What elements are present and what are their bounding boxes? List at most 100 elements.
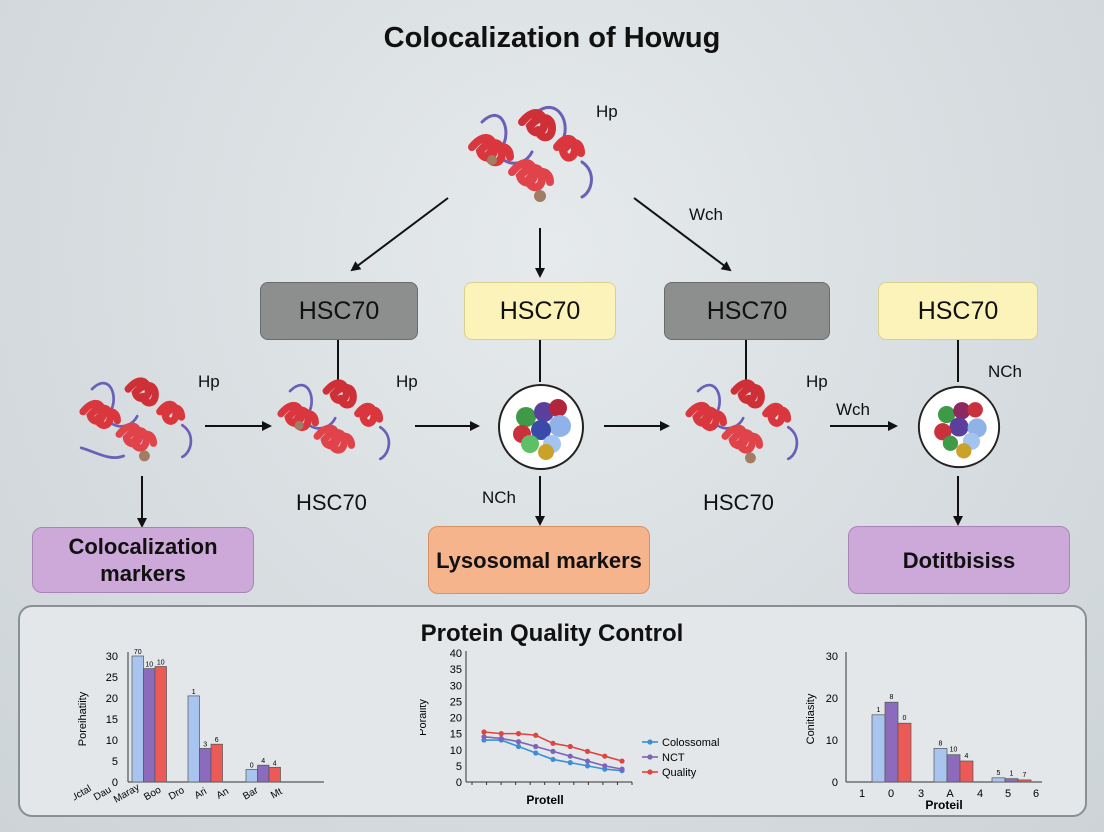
data-point	[584, 758, 591, 764]
bar-value-label: 10	[145, 662, 153, 669]
nch-label: NCh	[482, 488, 517, 507]
bar-value-label: 1	[1010, 771, 1014, 778]
x-tick-label: Boo	[142, 784, 163, 803]
data-point	[498, 735, 504, 742]
data-point	[481, 734, 487, 740]
y-tick-label: 30	[826, 651, 838, 663]
x-tick-label: 5	[1005, 788, 1011, 800]
data-point	[584, 763, 591, 769]
bar	[257, 764, 270, 783]
data-point	[584, 748, 591, 754]
y-tick-label: 0	[456, 777, 462, 789]
data-point	[533, 732, 539, 738]
x-tick-label: 6	[1033, 788, 1039, 800]
data-point	[533, 750, 539, 756]
panel-title: Protein Quality Control	[420, 620, 684, 647]
bar-value-label: 7	[1023, 772, 1027, 779]
data-point	[515, 743, 522, 750]
x-axis-label: Proteil	[925, 798, 962, 810]
bar	[187, 695, 200, 783]
bar	[871, 714, 886, 783]
data-point	[533, 743, 539, 750]
bar-value-label: 1	[877, 707, 881, 714]
lysosomal-markers-box: Lysosomal markers	[428, 526, 650, 594]
legend-marker	[647, 769, 653, 775]
y-tick-label: 0	[112, 777, 118, 789]
data-point	[550, 756, 556, 763]
hp-label: Hp	[198, 372, 220, 391]
bar-value-label: 4	[273, 760, 277, 767]
hsc70-label: HSC70	[296, 490, 367, 515]
y-tick-label: 15	[450, 729, 462, 741]
bar-value-label: 0	[903, 715, 907, 722]
y-axis-label: Poreihatiity	[77, 691, 89, 746]
arrow-top-to-box3	[633, 197, 732, 272]
bar	[154, 666, 167, 783]
hp-label: Hp	[596, 102, 618, 121]
bar	[245, 769, 258, 783]
bar-value-label: 0	[250, 762, 254, 769]
y-tick-label: 10	[106, 735, 118, 747]
x-tick-label: 4	[977, 788, 983, 800]
wch-label: Wch	[836, 400, 870, 419]
legend-label: Colossomal	[662, 737, 719, 749]
bar	[991, 777, 1006, 783]
y-tick-label: 10	[826, 735, 838, 747]
x-tick-label: 1	[859, 788, 865, 800]
nch-label: NCh	[988, 362, 1023, 381]
arrow-top-to-box1	[350, 197, 449, 272]
y-tick-label: 15	[106, 714, 118, 726]
data-point	[619, 766, 625, 772]
legend-label: Quality	[662, 767, 697, 779]
protein-helix-icon	[685, 379, 799, 464]
colocalization-markers-box: Colocalization markers	[32, 527, 254, 593]
y-tick-label: 25	[450, 696, 462, 708]
x-tick-label: 3	[918, 788, 924, 800]
bar-value-label: 10	[950, 747, 958, 754]
y-tick-label: 30	[450, 680, 462, 692]
y-tick-label: 0	[832, 777, 838, 789]
legend-label: NCT	[662, 752, 685, 764]
x-axis-label: Protell	[526, 793, 563, 807]
bar-value-label: 3	[203, 741, 207, 748]
bar-value-label: 8	[939, 740, 943, 747]
y-tick-label: 10	[450, 745, 462, 757]
hsc70-box: HSC70	[260, 282, 418, 340]
bar-value-label: 10	[157, 660, 165, 667]
bar	[1017, 779, 1032, 783]
y-tick-label: 5	[112, 756, 118, 768]
y-axis-label: Conitiasity	[805, 693, 817, 744]
data-point	[567, 743, 573, 750]
data-point	[602, 763, 608, 769]
bar	[210, 743, 223, 783]
y-tick-label: 20	[826, 693, 838, 705]
y-tick-label: 20	[450, 713, 462, 725]
protein-helix-icon	[79, 377, 193, 462]
bar	[268, 766, 281, 783]
y-tick-label: 20	[106, 693, 118, 705]
bar	[131, 655, 144, 783]
bar	[1004, 778, 1019, 783]
x-tick-label: Mt	[269, 786, 284, 801]
bar	[959, 760, 974, 783]
wch-label: Wch	[689, 205, 723, 224]
bar-value-label: 6	[215, 737, 219, 744]
protein-helix-icon	[468, 105, 593, 202]
lysosome-cell-icon	[917, 385, 1001, 469]
y-tick-label: 35	[450, 664, 462, 676]
protein-helix-icon	[277, 379, 391, 461]
bar	[946, 754, 961, 783]
x-tick-label: An	[215, 786, 231, 802]
diagram-title: Colocalization of Howug	[383, 22, 721, 54]
hsc70-label: HSC70	[703, 490, 774, 515]
data-point	[550, 740, 556, 746]
hsc70-box: HSC70	[464, 282, 616, 340]
x-tick-label: Dro	[167, 785, 187, 803]
bar-value-label: 8	[890, 694, 894, 701]
legend-marker	[647, 754, 653, 760]
y-tick-label: 5	[456, 761, 462, 773]
y-tick-label: 40	[450, 648, 462, 660]
x-tick-label: Bar	[241, 785, 261, 803]
